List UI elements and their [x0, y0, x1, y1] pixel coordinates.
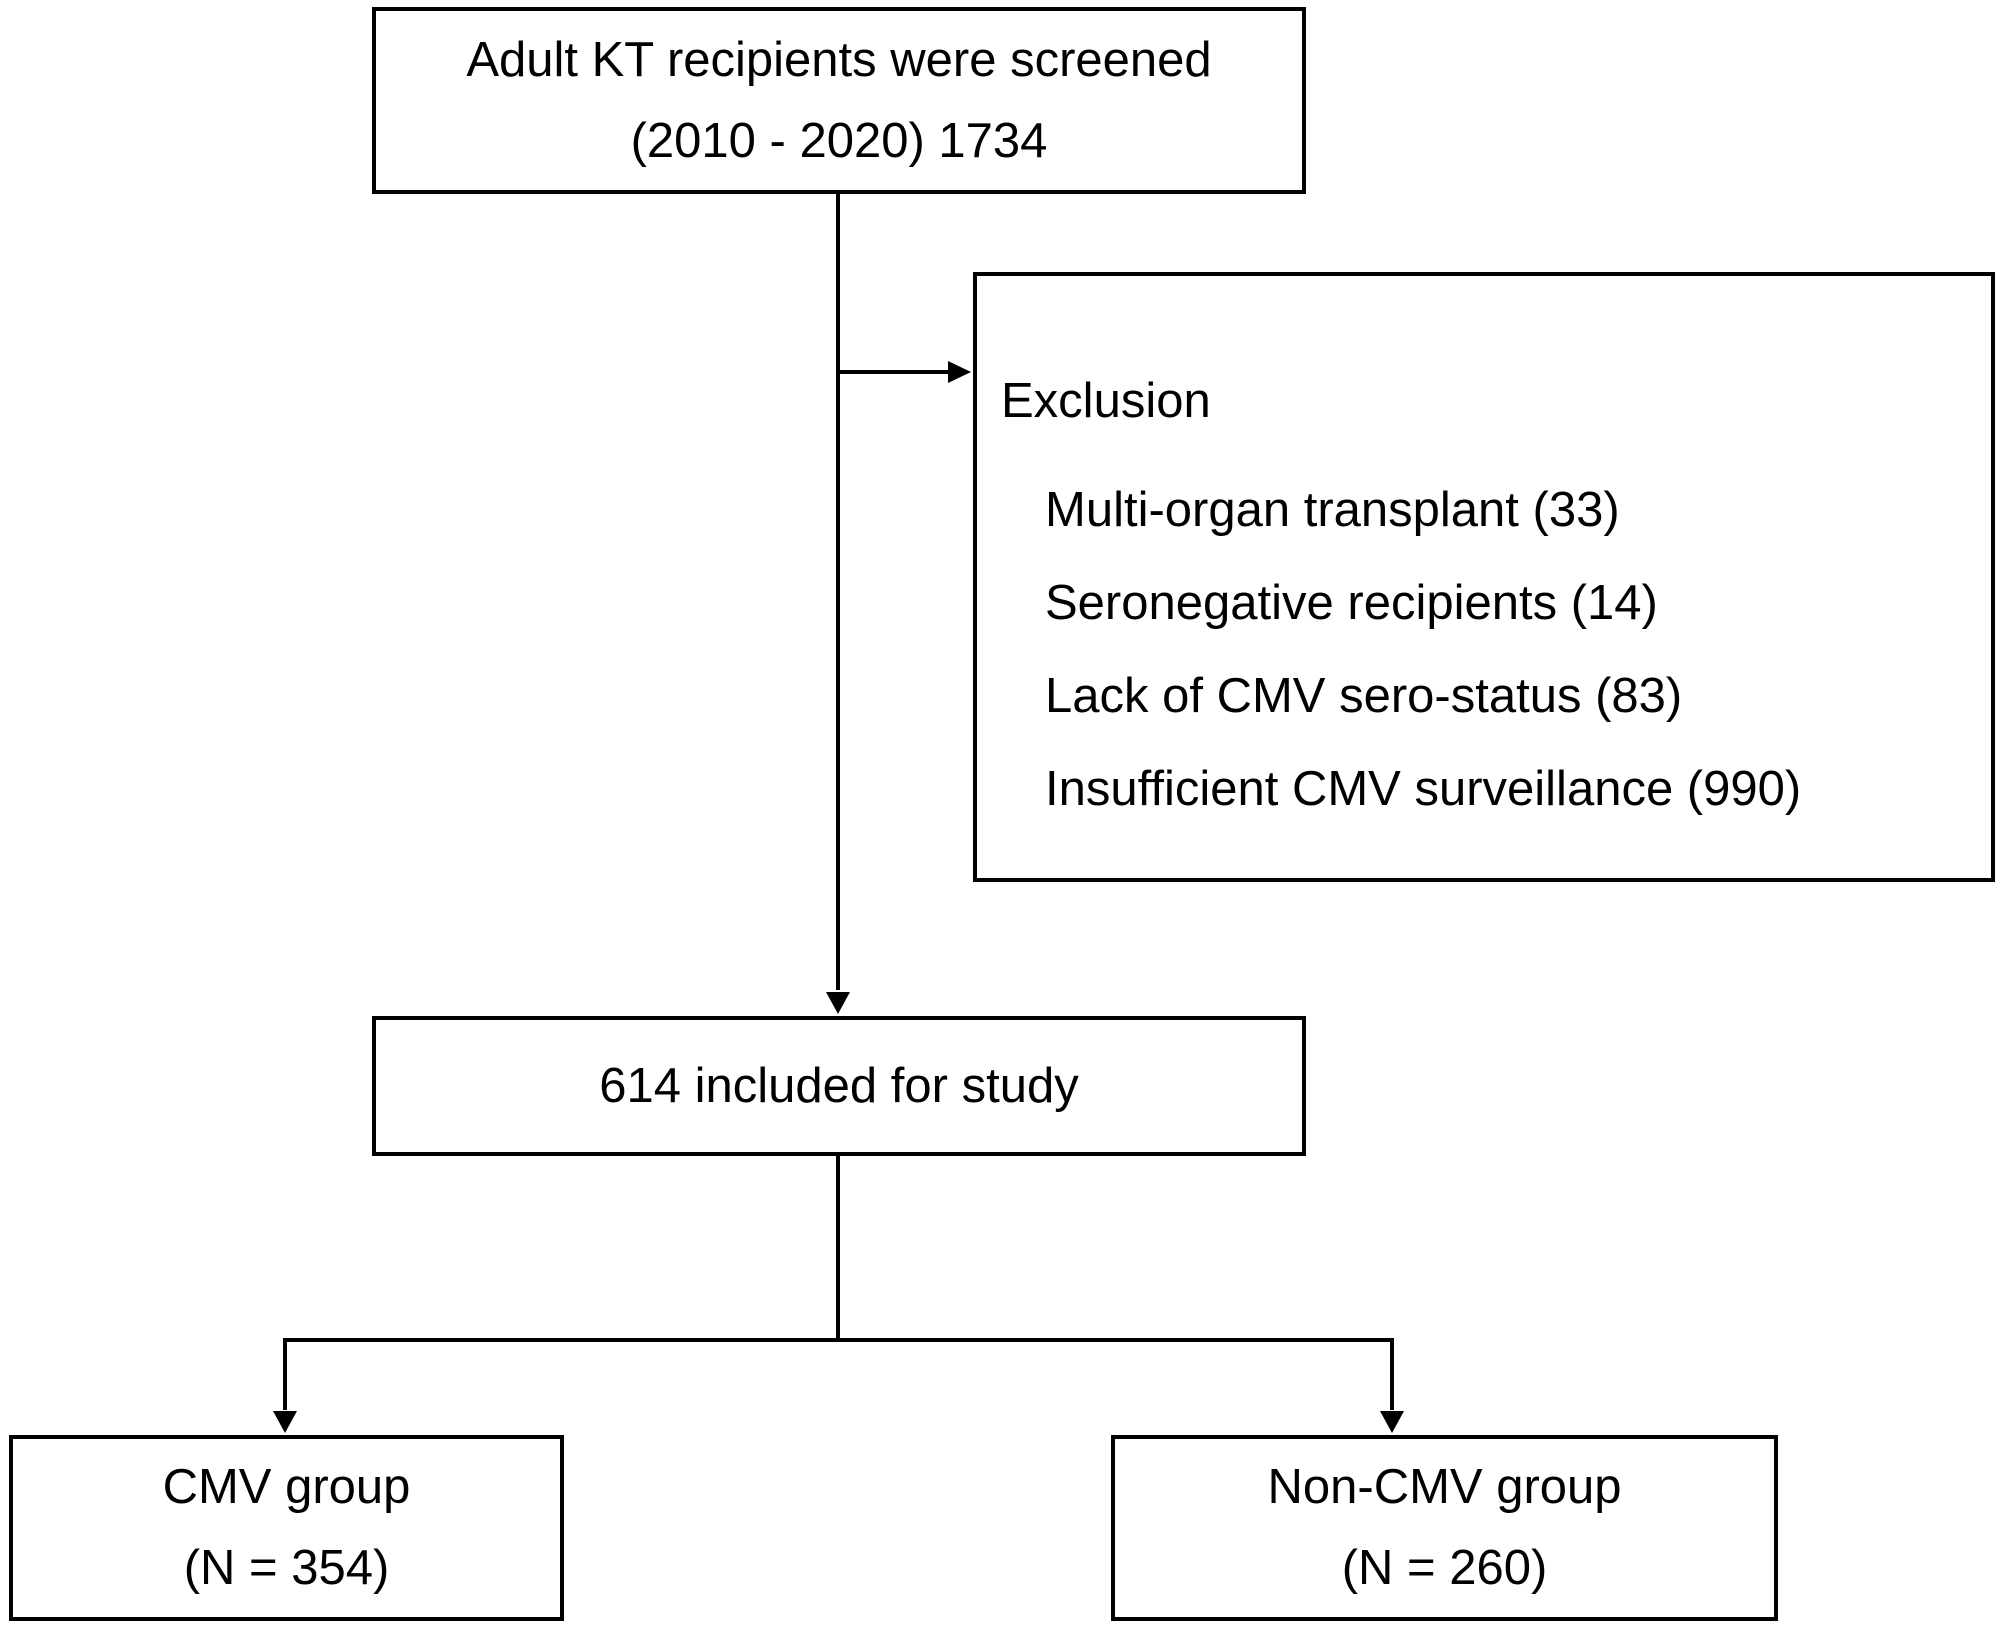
- screening-box: Adult KT recipients were screened (2010 …: [372, 7, 1306, 194]
- main-flow-arrowhead: [826, 992, 850, 1014]
- exclusion-item-insufficient-surveillance: Insufficient CMV surveillance (990): [1045, 762, 1802, 816]
- exclusion-item-lack-serostatus: Lack of CMV sero-status (83): [1045, 669, 1683, 723]
- cmv-arrowhead: [273, 1411, 297, 1433]
- non-cmv-group-name: Non-CMV group: [1267, 1460, 1622, 1514]
- cmv-group-name: CMV group: [162, 1460, 411, 1514]
- exclusion-box: Exclusion Multi-organ transplant (33) Se…: [973, 272, 1995, 882]
- cmv-group-count: (N = 354): [183, 1541, 390, 1595]
- exclusion-item-seronegative: Seronegative recipients (14): [1045, 576, 1658, 630]
- included-box: 614 included for study: [372, 1016, 1306, 1156]
- non-cmv-group-count: (N = 260): [1341, 1541, 1548, 1595]
- exclusion-arrowhead: [948, 361, 971, 383]
- screening-line-1: Adult KT recipients were screened: [466, 32, 1212, 87]
- exclusion-title: Exclusion: [1001, 374, 1211, 428]
- cmv-group-box: CMV group (N = 354): [9, 1435, 564, 1621]
- exclusion-item-multi-organ: Multi-organ transplant (33): [1045, 483, 1620, 537]
- included-label: 614 included for study: [599, 1058, 1079, 1113]
- non-cmv-group-box: Non-CMV group (N = 260): [1111, 1435, 1778, 1621]
- screening-line-2: (2010 - 2020) 1734: [630, 113, 1048, 168]
- non-cmv-arrowhead: [1380, 1411, 1404, 1433]
- exclusion-list: Multi-organ transplant (33) Seronegative…: [1045, 464, 1801, 836]
